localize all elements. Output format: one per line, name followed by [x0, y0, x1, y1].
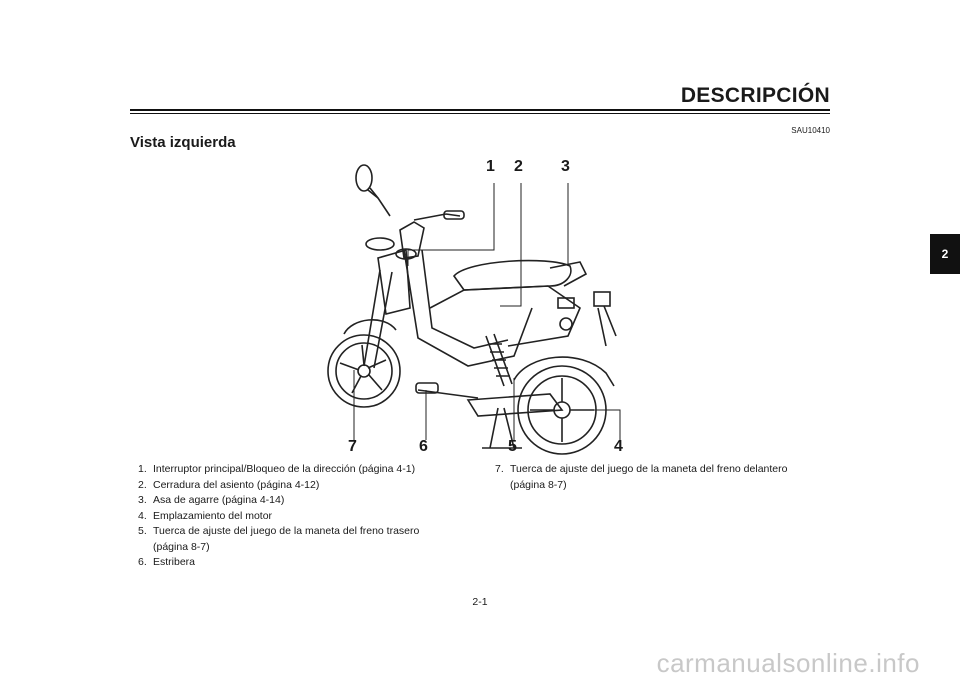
callout-1: 1	[486, 158, 495, 175]
legend-item: 2. Cerradura del asiento (página 4-12)	[138, 478, 458, 494]
legend-text: Tuerca de ajuste del juego de la maneta …	[510, 463, 788, 491]
legend-number: 7.	[495, 463, 504, 475]
legend-right: 7. Tuerca de ajuste del juego de la mane…	[495, 462, 815, 493]
page-number: 2-1	[472, 596, 488, 608]
callout-6: 6	[419, 438, 428, 455]
legend-text: Estribera	[153, 556, 196, 568]
legend-number: 6.	[138, 556, 147, 568]
legend-text: Emplazamiento del motor	[153, 509, 273, 522]
callout-7: 7	[348, 438, 357, 455]
legend-item: 5. Tuerca de ajuste del juego de la mane…	[138, 524, 458, 555]
callout-5: 5	[508, 438, 517, 455]
section-subtitle: Vista izquierda	[130, 134, 236, 151]
legend-item: 1. Interruptor principal/Bloqueo de la d…	[138, 462, 458, 478]
legend-left: 1. Interruptor principal/Bloqueo de la d…	[138, 462, 458, 571]
legend-number: 5.	[138, 525, 147, 537]
title-rule-thick	[130, 109, 830, 111]
legend-text: Interruptor principal/Bloqueo de la dire…	[153, 463, 416, 475]
callout-4: 4	[614, 438, 623, 455]
callout-2: 2	[514, 158, 523, 175]
page-title: DESCRIPCIÓN	[680, 84, 830, 107]
legend-item: 3. Asa de agarre (página 4-14)	[138, 493, 458, 509]
scooter-illustration: 1 2 3 4 5 6 7	[318, 158, 638, 458]
legend-text: Tuerca de ajuste del juego de la maneta …	[153, 525, 420, 553]
legend-number: 1.	[138, 463, 147, 475]
legend-number: 3.	[138, 494, 147, 506]
title-rule-thin	[130, 113, 830, 114]
section-code: SAU10410	[791, 126, 830, 135]
legend-text: Asa de agarre (página 4-14)	[153, 494, 285, 506]
legend-item: 6. Estribera	[138, 555, 458, 571]
legend-text: Cerradura del asiento (página 4-12)	[153, 478, 320, 491]
legend-number: 2.	[138, 478, 147, 491]
legend-number: 4.	[138, 509, 147, 522]
callout-3: 3	[561, 158, 570, 175]
legend-item: 4. Emplazamiento del motor	[138, 509, 458, 525]
legend-item: 7. Tuerca de ajuste del juego de la mane…	[495, 462, 815, 493]
chapter-tab: 2	[930, 234, 960, 274]
watermark: carmanualsonline.info	[656, 648, 920, 678]
